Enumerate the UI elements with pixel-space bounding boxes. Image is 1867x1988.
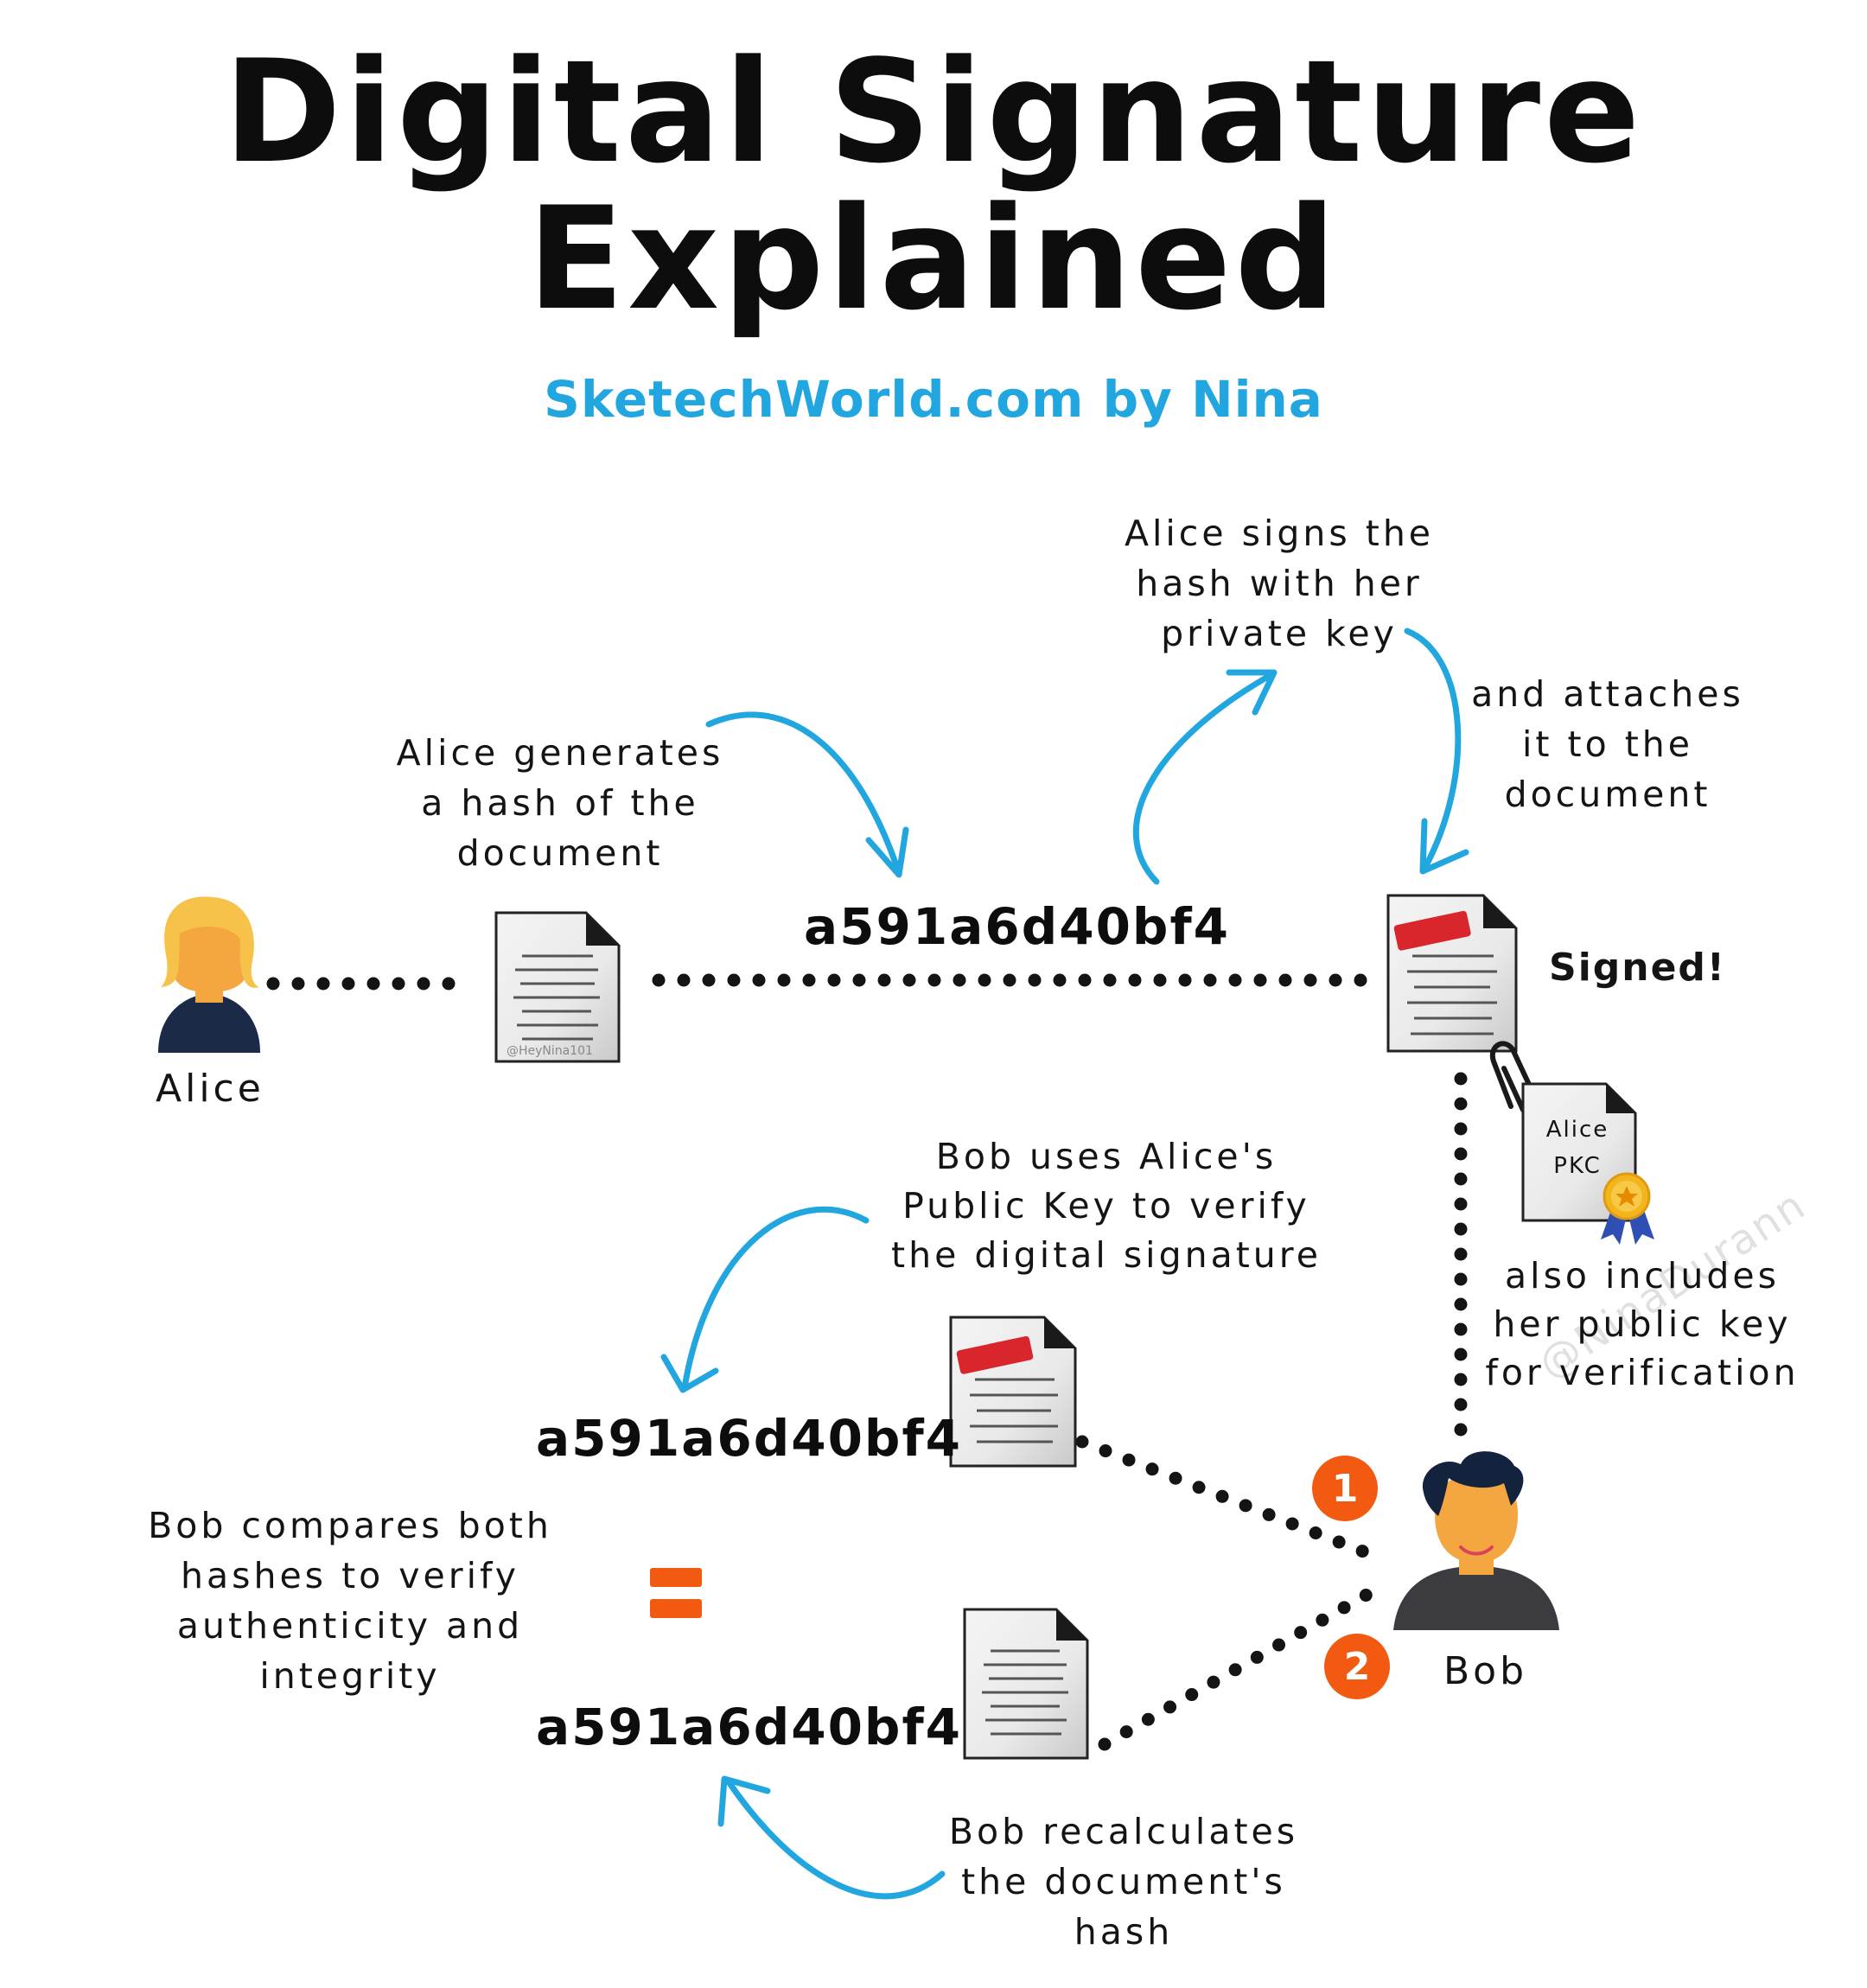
caption-bob-compare-line: integrity [259, 1655, 441, 1697]
arrow-sign-hash [1132, 671, 1276, 885]
caption-public-key-line: her public key [1493, 1303, 1792, 1345]
caption-bob-compare-line: hashes to verify [181, 1555, 519, 1596]
flow-arrows [660, 628, 1469, 1900]
pkc-label-line-1: Alice [1545, 1117, 1609, 1143]
arrow-bob-verify [681, 1206, 870, 1391]
caption-bob-compare: Bob compares both hashes to verify authe… [138, 1501, 562, 1701]
bob-name: Bob [1443, 1649, 1528, 1693]
caption-generate-hash: Alice generates a hash of the document [387, 728, 733, 878]
caption-generate-hash-line: a hash of the [421, 782, 699, 824]
document-watermark-text: @HeyNina101 [507, 1044, 593, 1058]
caption-bob-recalc-line: Bob recalculates [948, 1811, 1299, 1852]
caption-sign-hash-line: private key [1161, 613, 1398, 654]
pkc-label-line-2: PKC [1553, 1153, 1602, 1179]
subtitle: SketechWorld.com by Nina [544, 370, 1323, 429]
step-1-badge: 1 [1312, 1456, 1378, 1521]
caption-public-key: also includes her public key for verific… [1469, 1252, 1815, 1397]
hash-decrypted: a591a6d40bf4 [536, 1409, 963, 1468]
connector-doc-to-bob [1098, 1583, 1381, 1751]
caption-sign-hash-line: hash with her [1136, 563, 1423, 604]
caption-attach-line: it to the [1522, 723, 1693, 765]
connector-signed-doc-to-bob [1075, 1435, 1381, 1563]
caption-sign-hash: Alice signs the hash with her private ke… [1106, 508, 1452, 659]
title-line-2: Explained [527, 176, 1340, 341]
hash-recalculated: a591a6d40bf4 [536, 1698, 963, 1756]
award-ribbon-icon [1601, 1172, 1654, 1245]
arrow-attach [1404, 628, 1462, 872]
dotted-connectors [266, 973, 1468, 1751]
caption-bob-recalc: Bob recalculates the document's hash [942, 1806, 1305, 1957]
caption-attach-line: document [1504, 774, 1711, 815]
caption-generate-hash-line: document [456, 832, 664, 874]
caption-sign-hash-line: Alice signs the [1124, 513, 1435, 554]
step-2-badge: 2 [1324, 1634, 1390, 1699]
caption-bob-compare-line: Bob compares both [148, 1505, 552, 1546]
original-document-icon [494, 911, 621, 1063]
received-document-icon [963, 1608, 1089, 1760]
caption-public-key-line: also includes [1505, 1255, 1780, 1297]
signature-stamp-icon [1393, 910, 1471, 951]
arrow-bob-recalc [724, 1777, 946, 1900]
signed-label: Signed! [1549, 946, 1726, 990]
arrow-generate-hash [705, 711, 902, 876]
caption-attach: and attaches it to the document [1443, 669, 1772, 819]
alice-name: Alice [156, 1067, 264, 1111]
received-signed-document-icon [949, 1316, 1077, 1468]
caption-bob-recalc-line: the document's [961, 1861, 1286, 1902]
caption-bob-verify-line: Public Key to verify [902, 1185, 1310, 1227]
title-line-1: Digital Signature [223, 29, 1644, 194]
equals-icon [650, 1568, 702, 1630]
alice-avatar-icon [158, 896, 260, 1053]
pkc-label: Alice PKC [1530, 1117, 1625, 1179]
caption-bob-verify-line: the digital signature [891, 1234, 1322, 1276]
caption-public-key-line: for verification [1485, 1352, 1800, 1393]
caption-bob-recalc-line: hash [1074, 1911, 1174, 1953]
caption-bob-verify-line: Bob uses Alice's [935, 1136, 1278, 1177]
caption-bob-compare-line: authenticity and [176, 1605, 524, 1647]
caption-attach-line: and attaches [1471, 673, 1744, 715]
signed-document-icon [1386, 894, 1518, 1053]
caption-generate-hash-line: Alice generates [396, 732, 724, 774]
caption-bob-verify: Bob uses Alice's Public Key to verify th… [890, 1132, 1322, 1280]
hash-original: a591a6d40bf4 [804, 897, 1231, 956]
bob-avatar-icon [1393, 1451, 1559, 1630]
